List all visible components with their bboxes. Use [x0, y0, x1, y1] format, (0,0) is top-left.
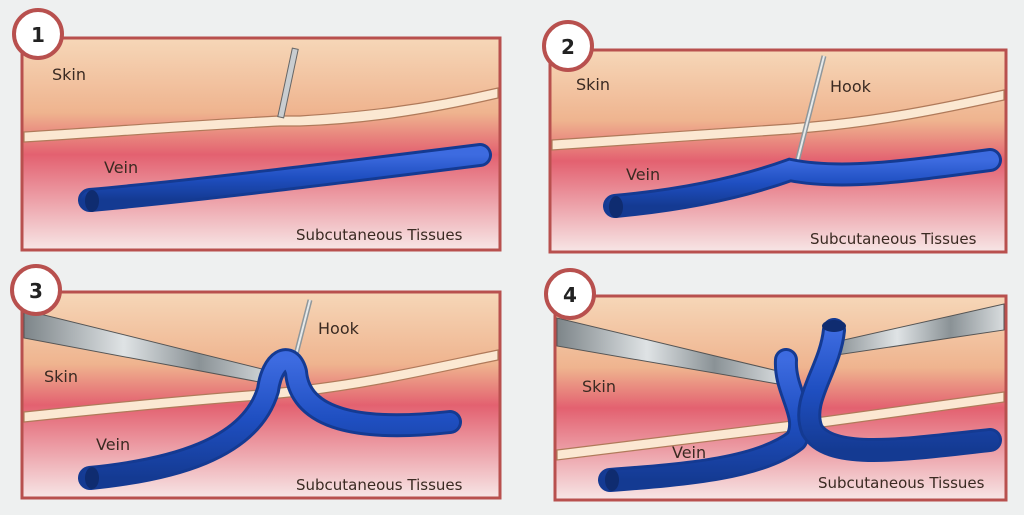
step-number: 2 [561, 35, 575, 59]
step-number: 4 [563, 283, 577, 307]
hook-label: Hook [318, 319, 360, 338]
vein-lumen [609, 196, 623, 218]
tissue-label: Subcutaneous Tissues [818, 474, 985, 492]
step-number: 3 [29, 279, 43, 303]
vein-label: Vein [626, 165, 660, 184]
vein-label: Vein [96, 435, 130, 454]
vein-lumen [822, 320, 846, 332]
panel-2: Skin Hook Vein Subcutaneous Tissues 2 [542, 20, 1008, 254]
skin-label: Skin [44, 367, 78, 386]
panel-3: Skin Hook Vein Subcutaneous Tissues 3 [10, 264, 502, 500]
tissue-label: Subcutaneous Tissues [296, 476, 463, 494]
panel-1: Skin Vein Subcutaneous Tissues 1 [12, 8, 502, 252]
step-badge [12, 8, 64, 60]
skin-layer [556, 391, 1005, 461]
skin-label: Skin [52, 65, 86, 84]
panel-4: Skin Vein Subcutaneous Tissues 4 [544, 268, 1008, 502]
skin-label: Skin [576, 75, 610, 94]
panel-1-frame [20, 36, 502, 252]
tissue-label: Subcutaneous Tissues [810, 230, 977, 248]
vein-label: Vein [104, 158, 138, 177]
vein-lumen [85, 190, 99, 212]
step-badge [10, 264, 62, 316]
vein-label: Vein [672, 443, 706, 462]
step-number: 1 [31, 23, 45, 47]
tissue-label: Subcutaneous Tissues [296, 226, 463, 244]
skin-layer [551, 89, 1005, 151]
step-badge [542, 20, 594, 72]
panel-2-frame [548, 48, 1008, 254]
vein-lumen [85, 467, 99, 489]
hook-label: Hook [830, 77, 872, 96]
vein-lumen [605, 469, 619, 491]
skin-layer [23, 349, 499, 423]
needle [277, 47, 299, 119]
skin-label: Skin [582, 377, 616, 396]
step-badge [544, 268, 596, 320]
skin-layer [23, 87, 499, 143]
